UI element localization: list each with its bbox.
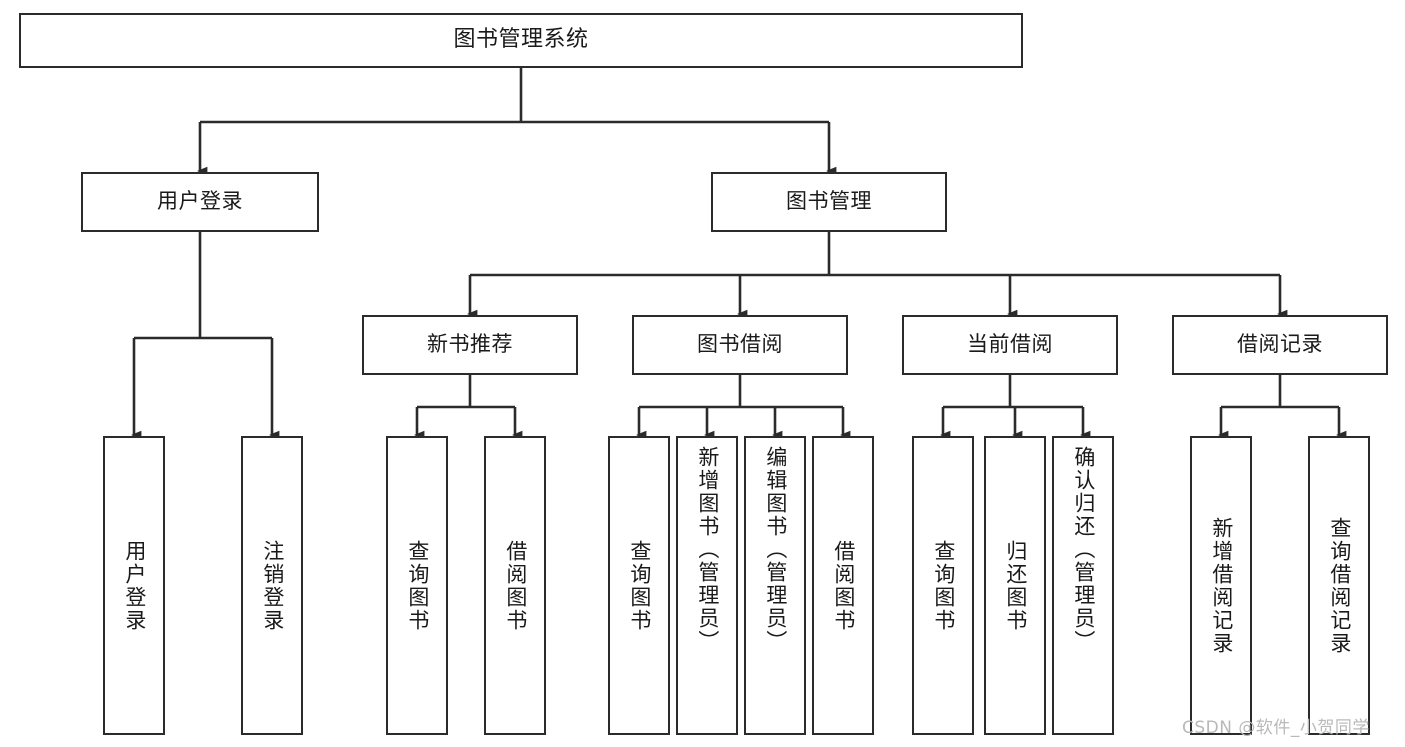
leaf-query-book-1[interactable]: 查询图书 [386, 436, 448, 735]
leaf-user-login[interactable]: 用户登录 [103, 436, 165, 735]
node-current-borrow-label: 当前借阅 [967, 332, 1053, 357]
node-book-borrow[interactable]: 图书借阅 [632, 315, 848, 375]
node-root-label: 图书管理系统 [453, 27, 589, 53]
node-book-management[interactable]: 图书管理 [711, 172, 947, 232]
node-user-login-label: 用户登录 [157, 189, 243, 214]
leaf-add-book-label: 新增图书（管理员） [695, 446, 720, 653]
node-new-book-recommend[interactable]: 新书推荐 [362, 315, 578, 375]
leaf-edit-book[interactable]: 编辑图书（管理员） [744, 436, 806, 735]
leaf-query-book-3[interactable]: 查询图书 [912, 436, 974, 735]
leaf-query-book-1-label: 查询图书 [405, 539, 430, 632]
node-book-borrow-label: 图书借阅 [697, 332, 783, 357]
leaf-user-logout-label: 注销登录 [260, 539, 285, 632]
node-root[interactable]: 图书管理系统 [19, 13, 1023, 68]
leaf-borrow-book-2[interactable]: 借阅图书 [812, 436, 874, 735]
leaf-query-book-2[interactable]: 查询图书 [608, 436, 670, 735]
leaf-query-book-3-label: 查询图书 [931, 539, 956, 632]
leaf-add-borrow-record-label: 新增借阅记录 [1209, 516, 1234, 655]
csdn-watermark: CSDN @软件_小贺同学 [1182, 718, 1370, 738]
leaf-return-book-label: 归还图书 [1003, 539, 1028, 632]
node-book-management-label: 图书管理 [786, 189, 872, 214]
leaf-confirm-return[interactable]: 确认归还（管理员） [1052, 436, 1114, 735]
leaf-borrow-book-1[interactable]: 借阅图书 [484, 436, 546, 735]
leaf-return-book[interactable]: 归还图书 [984, 436, 1046, 735]
leaf-add-book[interactable]: 新增图书（管理员） [676, 436, 738, 735]
node-current-borrow[interactable]: 当前借阅 [902, 315, 1118, 375]
leaf-edit-book-label: 编辑图书（管理员） [763, 446, 788, 653]
leaf-borrow-book-2-label: 借阅图书 [831, 539, 856, 632]
node-user-login[interactable]: 用户登录 [81, 172, 319, 232]
node-new-book-recommend-label: 新书推荐 [427, 332, 513, 357]
node-borrow-record[interactable]: 借阅记录 [1172, 315, 1388, 375]
leaf-query-book-2-label: 查询图书 [627, 539, 652, 632]
leaf-borrow-book-1-label: 借阅图书 [503, 539, 528, 632]
node-borrow-record-label: 借阅记录 [1237, 332, 1323, 357]
leaf-user-login-label: 用户登录 [122, 539, 147, 632]
leaf-confirm-return-label: 确认归还（管理员） [1071, 446, 1096, 653]
leaf-user-logout[interactable]: 注销登录 [241, 436, 303, 735]
leaf-add-borrow-record[interactable]: 新增借阅记录 [1190, 436, 1252, 735]
leaf-query-borrow-record[interactable]: 查询借阅记录 [1308, 436, 1370, 735]
leaf-query-borrow-record-label: 查询借阅记录 [1327, 516, 1352, 655]
